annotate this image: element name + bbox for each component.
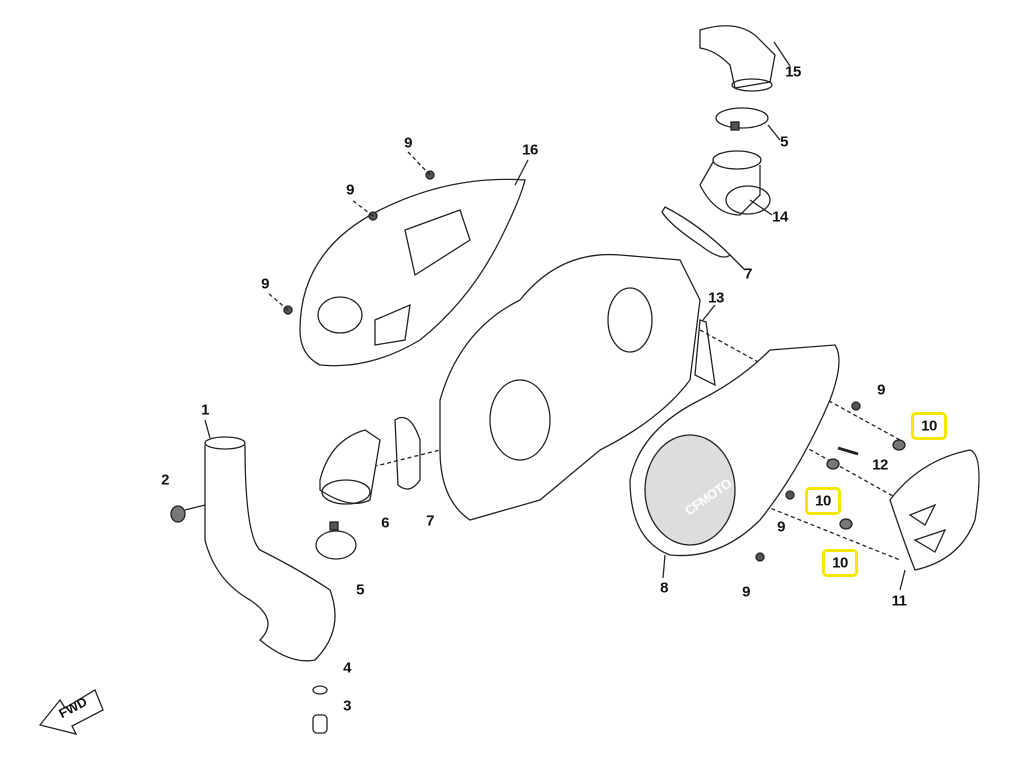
part-16-outer-cover [299,159,529,367]
washers-10 [826,439,906,530]
part-3-drain-plug [312,714,328,734]
callout-3[interactable]: 3 [343,697,351,715]
part-5-clamp-lower [315,521,357,560]
part-7-gasket-top [661,206,746,271]
callout-9[interactable]: 9 [404,134,412,152]
callout-7[interactable]: 7 [426,512,434,530]
callout-14[interactable]: 14 [772,208,788,226]
callout-8[interactable]: 8 [660,579,668,597]
callout-9[interactable]: 9 [261,275,269,293]
highlight-box [911,412,947,440]
callout-10[interactable]: 10 [815,492,831,510]
callout-12[interactable]: 12 [872,456,888,474]
callout-10[interactable]: 10 [921,417,937,435]
part-8-cvt-cover [629,344,840,579]
callout-15[interactable]: 15 [785,63,801,81]
callout-5[interactable]: 5 [356,581,364,599]
callout-6[interactable]: 6 [381,514,389,532]
part-2-grommet [170,504,206,523]
callout-9[interactable]: 9 [877,381,885,399]
callout-9[interactable]: 9 [346,181,354,199]
callout-9[interactable]: 9 [742,583,750,601]
callout-7[interactable]: 7 [744,265,752,283]
part-5-clamp-top [715,107,781,141]
callout-11[interactable]: 11 [891,592,907,610]
part-11-intake-cover [889,449,980,591]
part-13-bracket [694,304,716,387]
part-14-boot [699,150,773,216]
part-6-duct [319,429,381,505]
callout-2[interactable]: 2 [161,471,169,489]
part-4-clip [312,685,328,695]
part-15-elbow-duct [699,25,791,92]
callout-16[interactable]: 16 [522,141,538,159]
callout-10[interactable]: 10 [832,554,848,572]
part-7-gasket-lower [394,416,421,490]
callout-5[interactable]: 5 [780,133,788,151]
callout-4[interactable]: 4 [343,659,351,677]
highlight-box [822,549,858,577]
highlight-box [805,487,841,515]
callout-1[interactable]: 1 [201,401,209,419]
callout-9[interactable]: 9 [777,518,785,536]
part-1-intake-tube [204,419,336,662]
engine-crankcase [439,253,701,521]
part-12-bolt [837,446,859,456]
callout-13[interactable]: 13 [708,289,724,307]
fwd-arrow-icon [38,689,104,735]
